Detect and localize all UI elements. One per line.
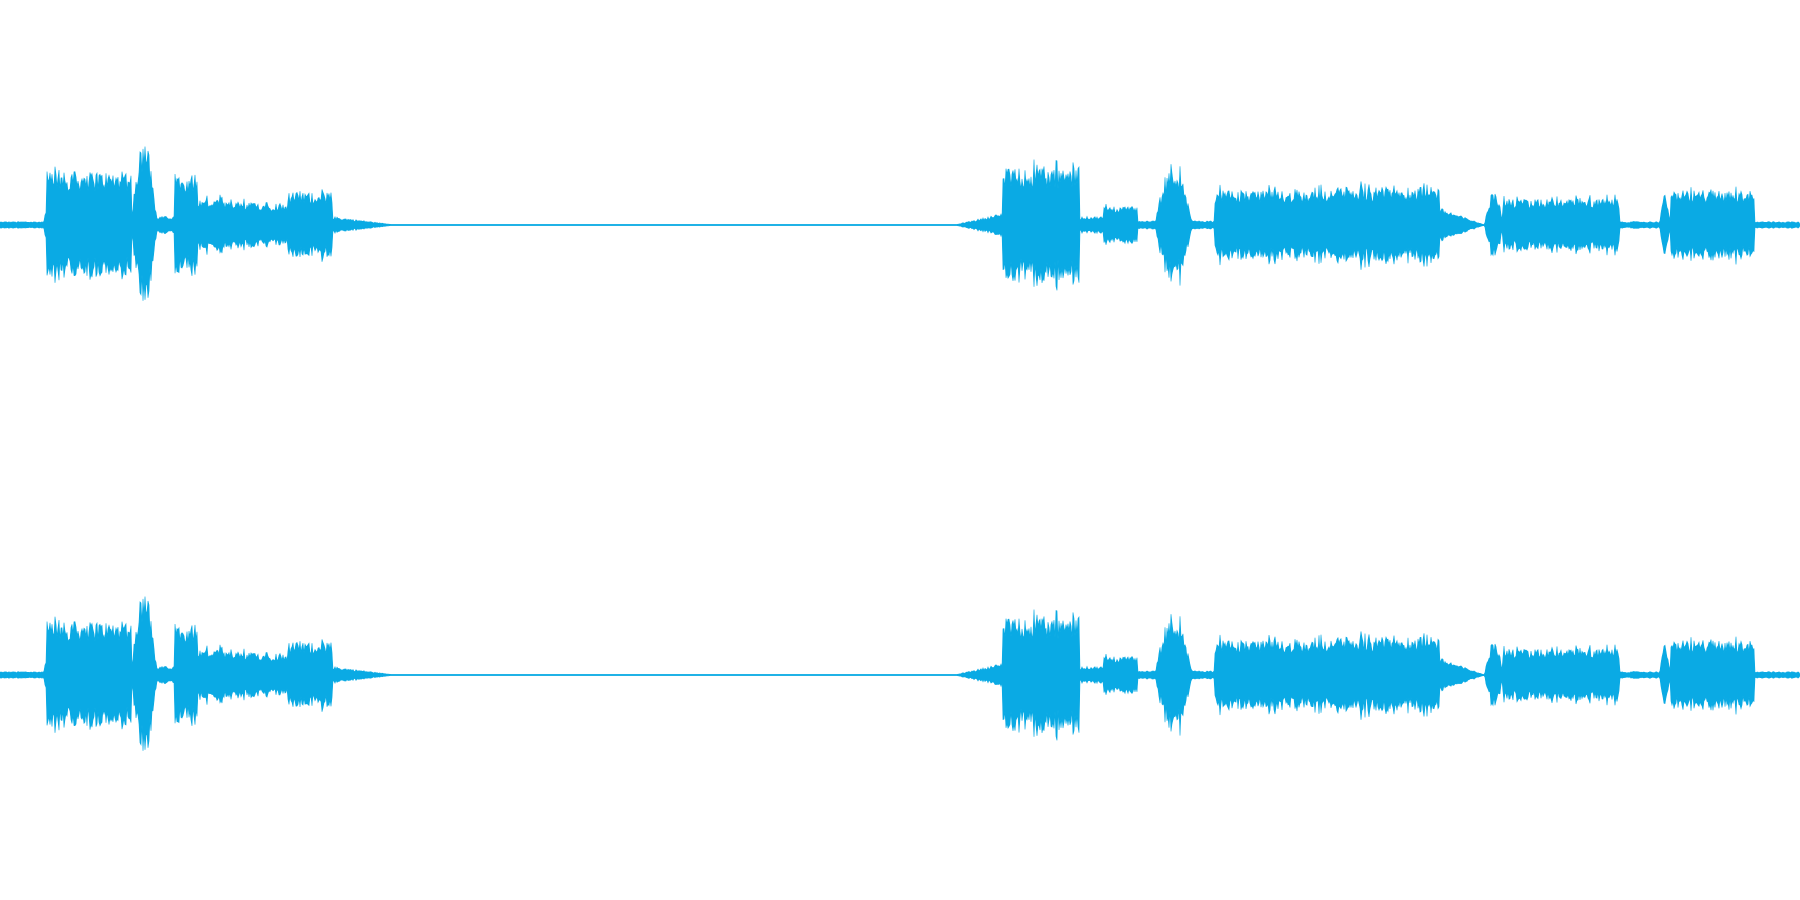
waveform-envelope <box>0 146 1800 301</box>
waveform-channel-right <box>0 450 1800 900</box>
waveform-left-svg <box>0 146 1800 301</box>
waveform-envelope <box>0 596 1800 751</box>
waveform-channel-left <box>0 146 1800 301</box>
waveform-right-svg <box>0 596 1800 751</box>
